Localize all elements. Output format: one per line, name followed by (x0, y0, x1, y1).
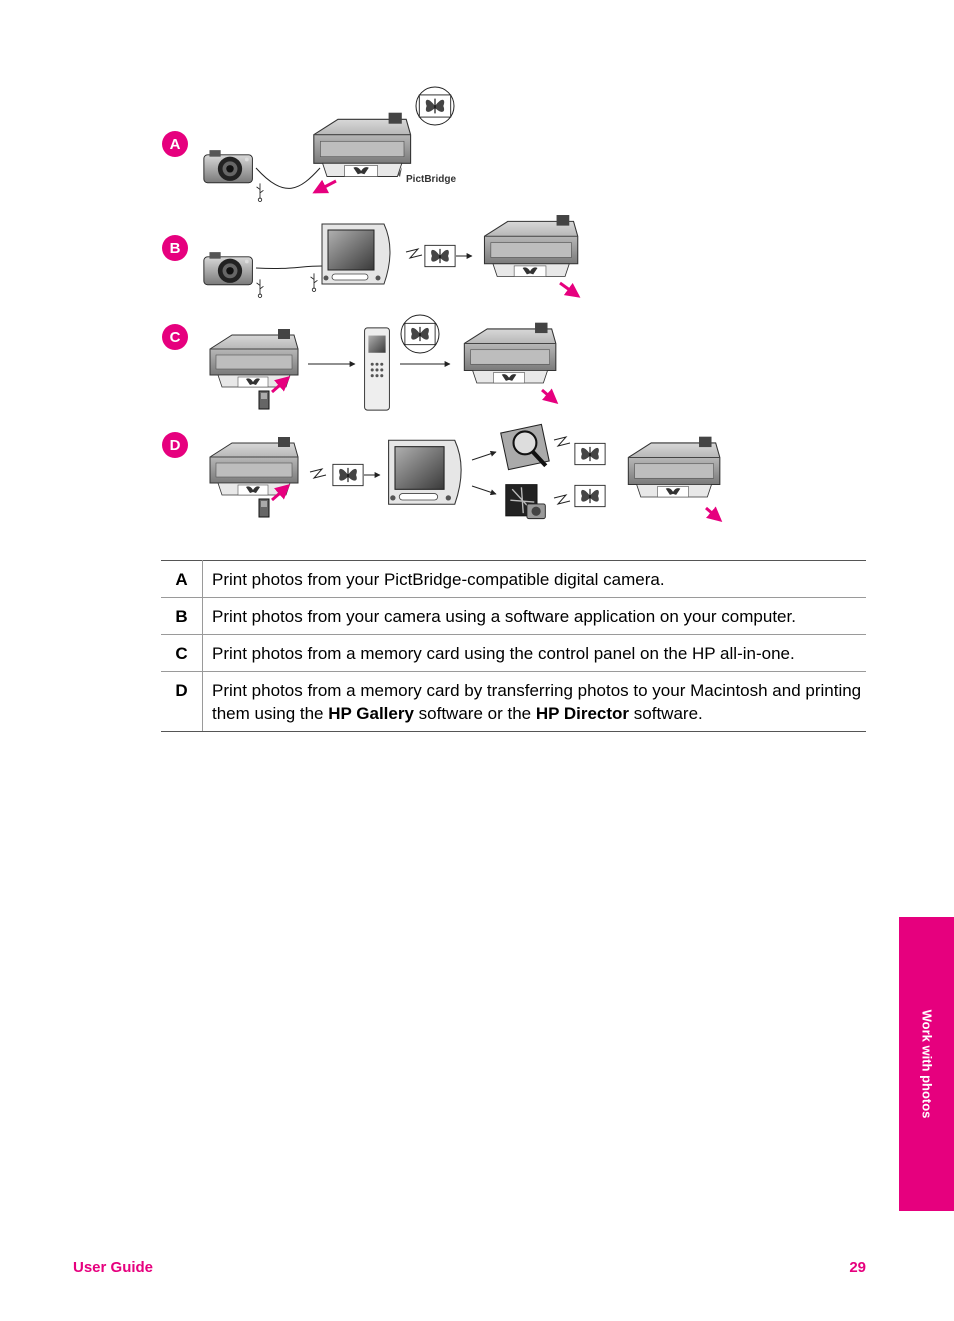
output-arrow-icon (705, 506, 723, 522)
row-description: Print photos from your PictBridge-compat… (202, 560, 866, 598)
photo-icon (574, 442, 606, 466)
photo-icon (574, 484, 606, 508)
legend-table: A Print photos from your PictBridge-comp… (161, 560, 866, 732)
usb-icon (310, 272, 318, 292)
table-row: B Print photos from your camera using a … (161, 597, 866, 635)
photo-icon (404, 322, 436, 346)
row-key: C (161, 634, 203, 672)
output-arrow-icon (559, 281, 581, 298)
footer-page-number: 29 (849, 1259, 866, 1276)
hp-director-name: HP Director (535, 704, 630, 723)
hp-gallery-name: HP Gallery (328, 704, 414, 723)
workflow-illustration: A B C D (150, 80, 750, 540)
all-in-one-printer-icon (209, 328, 299, 388)
footer-guide-title: User Guide (73, 1259, 154, 1276)
output-arrow-icon (312, 179, 337, 194)
photo-icon (424, 244, 456, 268)
digital-camera-icon (203, 149, 253, 184)
row-key: A (161, 560, 203, 598)
row-label-d-badge: D (162, 432, 188, 458)
workflow-drawing (203, 86, 723, 522)
chapter-side-tab: Work with photos (899, 917, 954, 1211)
all-in-one-printer-icon (483, 214, 579, 278)
output-arrow-icon (541, 388, 559, 404)
row-label-b-badge: B (162, 235, 188, 261)
row-description: Print photos from a memory card by trans… (202, 671, 866, 732)
computer-monitor-icon (321, 223, 391, 285)
pictbridge-logo-text: PictBridge (406, 174, 457, 185)
photo-icon (332, 463, 364, 487)
description-text: software. (629, 704, 703, 723)
macintosh-computer-icon (388, 439, 462, 505)
all-in-one-printer-icon (627, 436, 721, 498)
usb-icon (256, 278, 264, 298)
row-key: B (161, 597, 203, 635)
table-row: C Print photos from a memory card using … (161, 634, 866, 672)
table-row: D Print photos from a memory card by tra… (161, 671, 866, 732)
row-label-c-badge: C (162, 324, 188, 350)
row-description: Print photos from your camera using a so… (202, 597, 866, 635)
row-description: Print photos from a memory card using th… (202, 634, 866, 672)
row-key: D (161, 671, 203, 732)
chapter-side-tab-label: Work with photos (919, 1009, 934, 1119)
all-in-one-printer-icon (209, 436, 299, 496)
all-in-one-printer-icon (463, 322, 557, 384)
memory-card-icon (258, 498, 270, 518)
hp-gallery-icon (501, 424, 549, 469)
digital-camera-icon (203, 251, 253, 286)
photo-icon (418, 94, 452, 118)
pictbridge-logo-icon (398, 167, 402, 177)
control-panel-icon (364, 327, 390, 411)
table-row: A Print photos from your PictBridge-comp… (161, 560, 866, 598)
description-text: Print photos from a memory card by trans… (212, 681, 862, 723)
row-label-a-badge: A (162, 131, 188, 157)
description-text: software or the (413, 704, 536, 723)
all-in-one-printer-icon (313, 112, 412, 178)
usb-icon (256, 182, 264, 202)
hp-director-icon (505, 483, 547, 520)
memory-card-icon (258, 390, 270, 410)
